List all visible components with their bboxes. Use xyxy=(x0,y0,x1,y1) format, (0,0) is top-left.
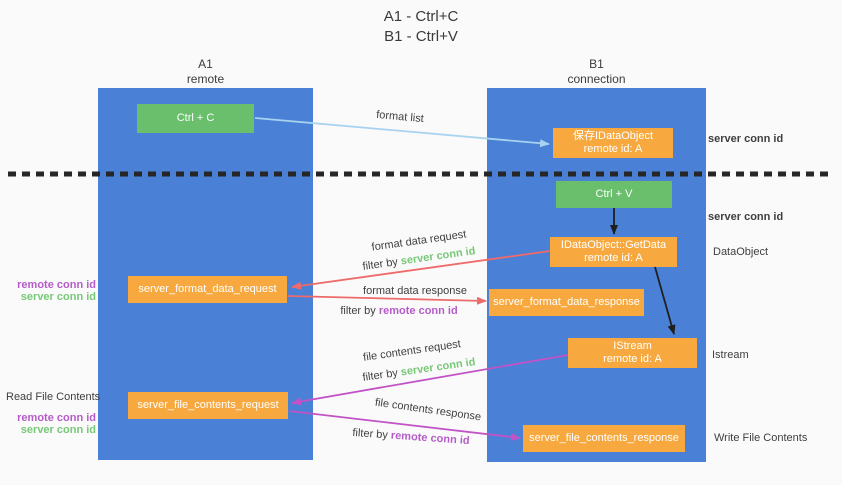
node-save-dataobject: 保存IDataObject remote id: A xyxy=(553,128,673,158)
node-ctrl-v-label: Ctrl + V xyxy=(595,188,633,200)
annotation-server-conn-id: server conn id xyxy=(20,424,96,436)
lifeline-b1-role: connection xyxy=(567,72,626,86)
annotation-dataobject: DataObject xyxy=(713,246,769,258)
title-line-1: A1 - Ctrl+C xyxy=(383,8,459,25)
node-ctrl-c-label: Ctrl + C xyxy=(176,112,215,124)
edge-label-format-list: format list xyxy=(375,108,425,126)
lifeline-header-b1: B1 connection xyxy=(487,57,706,87)
filter-value-remote: remote conn id xyxy=(390,429,470,448)
node-server-format-data-response: server_format_data_response xyxy=(489,289,644,316)
node-server-file-contents-request: server_file_contents_request xyxy=(128,392,288,419)
edge-label-format-data-response: format data response xyxy=(363,285,467,297)
node-server-format-data-response-label: server_format_data_response xyxy=(493,296,640,308)
filter-value-server: server conn id xyxy=(400,356,477,379)
node-server-file-contents-response: server_file_contents_response xyxy=(523,425,685,452)
node-server-file-contents-response-label: server_file_contents_response xyxy=(529,432,679,444)
node-ctrl-v: Ctrl + V xyxy=(556,181,672,208)
edge-label-file-contents-response: file contents response xyxy=(374,396,482,424)
node-getdata-line2: remote id: A xyxy=(584,252,643,264)
annotation-server-conn-id-top: server conn id xyxy=(708,133,784,145)
node-istream-line1: IStream xyxy=(613,340,652,352)
node-server-format-data-request-label: server_format_data_request xyxy=(138,283,277,295)
filter-prefix: filter by xyxy=(352,426,389,442)
edge-label-filter-remote-1: filter by remote conn id xyxy=(340,305,457,317)
diagram-title: A1 - Ctrl+C B1 - Ctrl+V xyxy=(0,7,842,47)
node-save-dataobject-line2: remote id: A xyxy=(583,143,643,155)
edge-label-filter-remote-2: filter by remote conn id xyxy=(352,427,470,447)
filter-prefix: filter by xyxy=(361,256,399,273)
lifeline-a1-role: remote xyxy=(186,72,225,86)
lifeline-a1-name: A1 xyxy=(198,57,213,71)
lifeline-header-a1: A1 remote xyxy=(98,57,313,87)
title-line-2: B1 - Ctrl+V xyxy=(384,28,458,45)
node-istream-line2: remote id: A xyxy=(603,353,662,365)
annotation-read-file-contents: Read File Contents xyxy=(6,391,101,403)
node-server-format-data-request: server_format_data_request xyxy=(128,276,287,303)
node-getdata: IDataObject::GetData remote id: A xyxy=(550,237,677,267)
node-getdata-line1: IDataObject::GetData xyxy=(560,239,667,251)
filter-value-remote: remote conn id xyxy=(378,305,458,317)
node-ctrl-c: Ctrl + C xyxy=(137,104,254,133)
node-save-dataobject-line1: 保存IDataObject xyxy=(572,130,654,142)
annotation-conn-ids-top: remote conn id server conn id xyxy=(10,279,96,303)
annotation-server-conn-id-mid: server conn id xyxy=(708,211,784,223)
filter-prefix: filter by xyxy=(340,305,376,317)
filter-prefix: filter by xyxy=(361,367,399,384)
annotation-remote-conn-id: remote conn id xyxy=(17,412,96,424)
annotation-write-file-contents: Write File Contents xyxy=(714,432,808,444)
annotation-remote-conn-id: remote conn id xyxy=(17,279,96,291)
filter-value-server: server conn id xyxy=(400,245,477,268)
annotation-conn-ids-bottom: remote conn id server conn id xyxy=(10,412,96,436)
lifeline-b1-name: B1 xyxy=(589,57,604,71)
annotation-server-conn-id: server conn id xyxy=(20,291,96,303)
node-istream: IStream remote id: A xyxy=(568,338,697,368)
annotation-istream: Istream xyxy=(712,349,749,361)
node-server-file-contents-request-label: server_file_contents_request xyxy=(137,399,279,411)
